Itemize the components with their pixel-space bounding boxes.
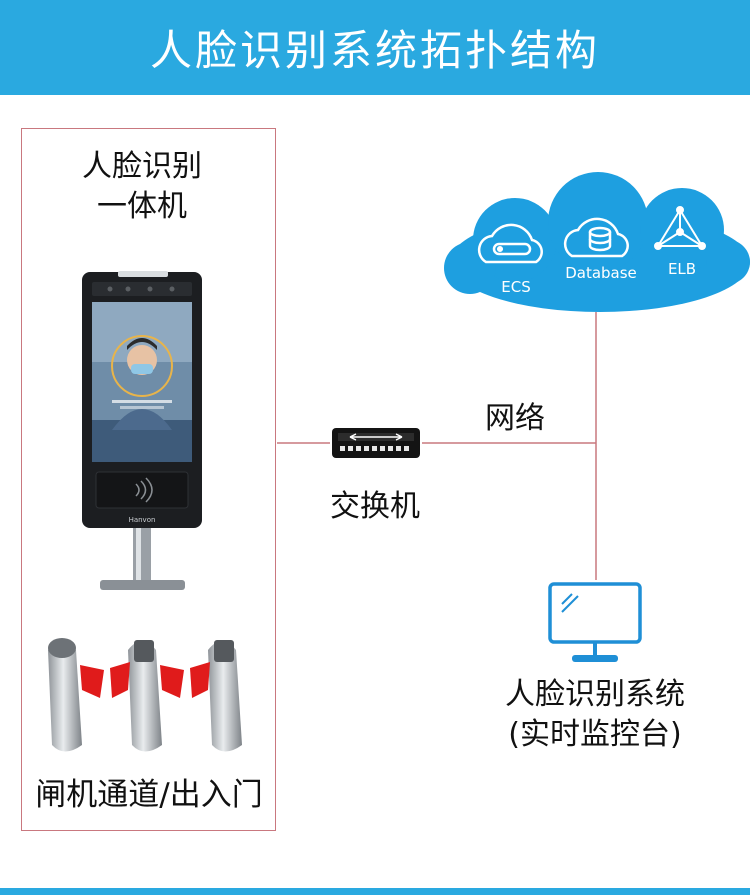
page-title: 人脸识别系统拓扑结构 bbox=[149, 26, 600, 75]
load-balancer-icon bbox=[654, 206, 706, 250]
device-brand: Hanvon bbox=[129, 516, 156, 524]
database-icon bbox=[563, 217, 629, 258]
switch-label: 交换机 bbox=[330, 489, 420, 524]
access-control-frame bbox=[21, 128, 276, 831]
console-label-line1: 人脸识别系统 bbox=[505, 677, 685, 712]
cloud-item-label: ELB bbox=[668, 260, 696, 278]
footer-bar bbox=[0, 888, 750, 895]
cloud-item-label: ECS bbox=[501, 278, 530, 296]
device-title-line1: 人脸识别 bbox=[82, 149, 202, 184]
network-label: 网络 bbox=[485, 401, 545, 436]
device-title-line2: 一体机 bbox=[97, 189, 187, 224]
server-icon bbox=[477, 223, 543, 264]
console-label-line2: (实时监控台) bbox=[508, 717, 682, 752]
cloud-item-label: Database bbox=[565, 264, 637, 282]
gates-label: 闸机通道/出入门 bbox=[35, 777, 263, 813]
header-banner: 人脸识别系统拓扑结构 bbox=[0, 0, 750, 95]
